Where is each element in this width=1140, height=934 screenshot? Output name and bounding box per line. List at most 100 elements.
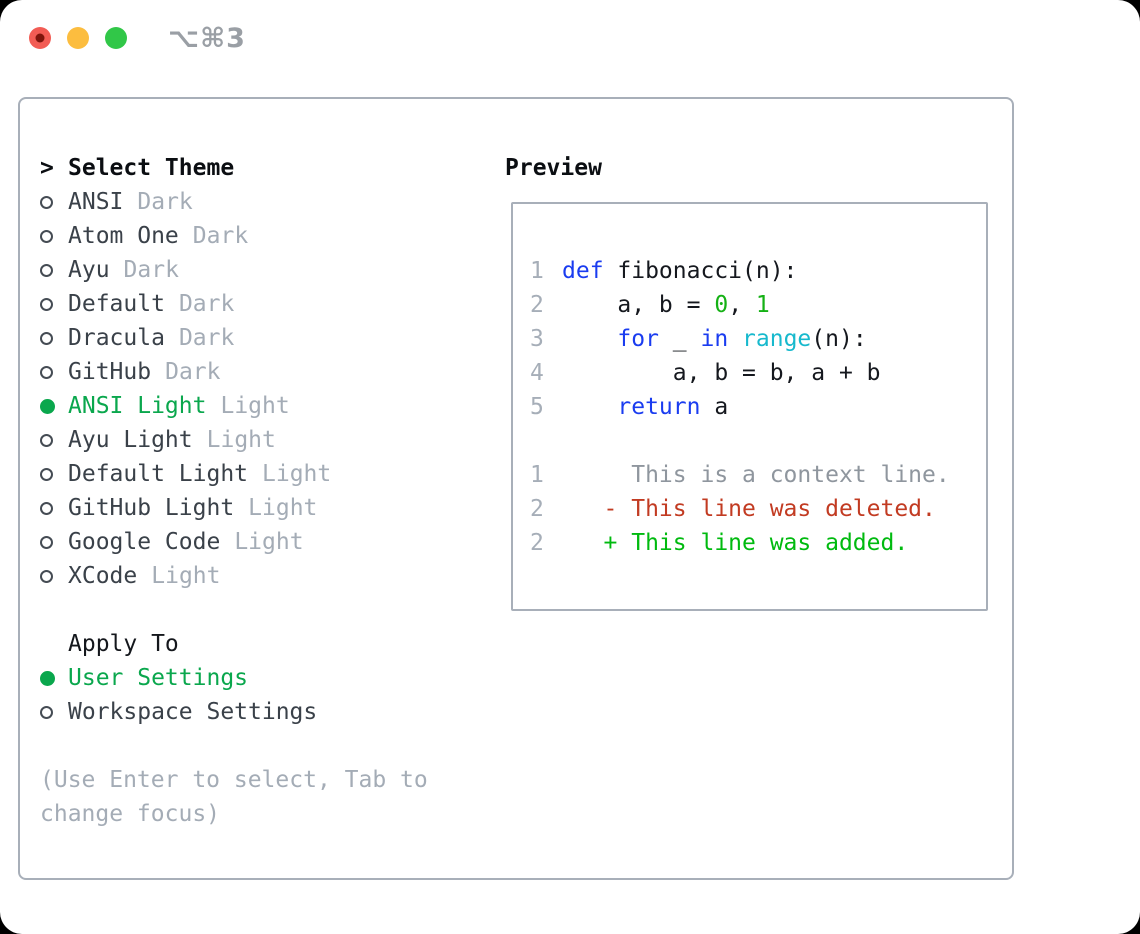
titlebar: ⌥⌘3 bbox=[29, 23, 246, 54]
apply-to-option[interactable]: User Settings bbox=[40, 661, 460, 695]
theme-option[interactable]: Ayu Light Light bbox=[40, 423, 460, 457]
code-text: return a bbox=[617, 394, 729, 420]
traffic-lights bbox=[29, 27, 143, 49]
minimize-button[interactable] bbox=[67, 27, 89, 49]
option-label: Ayu Light bbox=[68, 427, 193, 453]
code-text: a, b = 0, 1 bbox=[562, 292, 770, 318]
option-label: Default bbox=[68, 291, 165, 317]
theme-option[interactable]: Atom One Dark bbox=[40, 219, 460, 253]
option-variant-label: Light bbox=[262, 461, 332, 487]
code-line: 1 def fibonacci(n): bbox=[530, 254, 986, 288]
line-number: 1 bbox=[530, 258, 544, 284]
option-label: GitHub Light bbox=[68, 495, 235, 521]
apply-to-label: Apply To bbox=[68, 631, 179, 657]
code-text: for _ in range(n): bbox=[617, 326, 867, 352]
radio-unselected-icon bbox=[40, 535, 68, 549]
diff-preview: 1 This is a context line.2 - This line w… bbox=[530, 458, 986, 560]
theme-option[interactable]: Default Light Light bbox=[40, 457, 460, 491]
select-theme-heading: > Select Theme bbox=[40, 151, 460, 185]
line-number: 4 bbox=[530, 360, 544, 386]
diff-line-context: 1 This is a context line. bbox=[530, 458, 986, 492]
option-variant-label: Dark bbox=[137, 189, 193, 215]
theme-option[interactable]: ANSI Light Light bbox=[40, 389, 460, 423]
option-variant-label: Light bbox=[206, 427, 276, 453]
keyboard-hint: (Use Enter to select, Tab to change focu… bbox=[40, 767, 428, 827]
radio-unselected-icon bbox=[40, 569, 68, 583]
radio-unselected-icon bbox=[40, 467, 68, 481]
code-line: 3 for _ in range(n): bbox=[530, 322, 986, 356]
code-text: a, b = b, a + b bbox=[562, 360, 881, 386]
code-line: 5 return a bbox=[530, 390, 986, 424]
option-variant-label: Light bbox=[248, 495, 318, 521]
radio-unselected-icon bbox=[40, 705, 68, 719]
diff-line-deleted: 2 - This line was deleted. bbox=[530, 492, 986, 526]
zoom-button[interactable] bbox=[105, 27, 127, 49]
window-title: ⌥⌘3 bbox=[168, 22, 246, 54]
option-variant-label: Dark bbox=[123, 257, 179, 283]
radio-unselected-icon bbox=[40, 195, 68, 209]
code-line: 2 a, b = 0, 1 bbox=[530, 288, 986, 322]
theme-option[interactable]: Default Dark bbox=[40, 287, 460, 321]
option-variant-label: Light bbox=[234, 529, 304, 555]
radio-unselected-icon bbox=[40, 229, 68, 243]
diff-line-added: 2 + This line was added. bbox=[530, 526, 986, 560]
option-label: Atom One bbox=[68, 223, 179, 249]
option-label: Ayu bbox=[68, 257, 110, 283]
option-variant-label: Dark bbox=[178, 291, 235, 317]
theme-option[interactable]: Dracula Dark bbox=[40, 321, 460, 355]
diff-text: - This line was deleted. bbox=[562, 496, 936, 522]
diff-text: + This line was added. bbox=[562, 530, 909, 556]
line-number: 2 bbox=[530, 292, 544, 318]
option-variant-label: Dark bbox=[178, 325, 235, 351]
option-variant-label: Dark bbox=[165, 359, 221, 385]
option-label: XCode bbox=[68, 563, 138, 589]
radio-unselected-icon bbox=[40, 365, 68, 379]
preview-label: Preview bbox=[505, 155, 602, 181]
option-variant-label: Light bbox=[151, 563, 221, 589]
option-label: User Settings bbox=[68, 665, 249, 691]
option-label: ANSI Light bbox=[68, 393, 207, 419]
theme-option[interactable]: XCode Light bbox=[40, 559, 460, 593]
radio-unselected-icon bbox=[40, 501, 68, 515]
radio-unselected-icon bbox=[40, 331, 68, 345]
prompt-icon: > bbox=[40, 155, 54, 181]
line-number: 1 bbox=[530, 462, 544, 488]
line-number: 3 bbox=[530, 326, 544, 352]
theme-option[interactable]: GitHub Dark bbox=[40, 355, 460, 389]
option-label: Google Code bbox=[68, 529, 221, 555]
line-number: 2 bbox=[530, 530, 544, 556]
option-variant-label: Dark bbox=[192, 223, 249, 249]
radio-unselected-icon bbox=[40, 263, 68, 277]
option-label: ANSI bbox=[68, 189, 124, 215]
radio-unselected-icon bbox=[40, 297, 68, 311]
line-number: 5 bbox=[530, 394, 544, 420]
theme-option[interactable]: ANSI Dark bbox=[40, 185, 460, 219]
select-theme-label: Select Theme bbox=[68, 155, 235, 181]
code-text: def fibonacci(n): bbox=[562, 258, 798, 284]
radio-selected-icon bbox=[40, 398, 68, 414]
diff-text: This is a context line. bbox=[562, 462, 950, 488]
option-label: Workspace Settings bbox=[68, 699, 318, 725]
line-number: 2 bbox=[530, 496, 544, 522]
option-label: GitHub bbox=[68, 359, 152, 385]
theme-option[interactable]: GitHub Light Light bbox=[40, 491, 460, 525]
theme-option[interactable]: Ayu Dark bbox=[40, 253, 460, 287]
code-line: 4 a, b = b, a + b bbox=[530, 356, 986, 390]
radio-selected-icon bbox=[40, 670, 68, 686]
close-dot-icon bbox=[35, 33, 45, 43]
apply-to-option[interactable]: Workspace Settings bbox=[40, 695, 460, 729]
radio-unselected-icon bbox=[40, 433, 68, 447]
close-button[interactable] bbox=[29, 27, 51, 49]
spacer bbox=[530, 424, 986, 458]
theme-option[interactable]: Google Code Light bbox=[40, 525, 460, 559]
option-variant-label: Light bbox=[220, 393, 290, 419]
apply-to-heading: Apply To bbox=[40, 627, 460, 661]
option-label: Dracula bbox=[68, 325, 165, 351]
option-label: Default Light bbox=[68, 461, 249, 487]
